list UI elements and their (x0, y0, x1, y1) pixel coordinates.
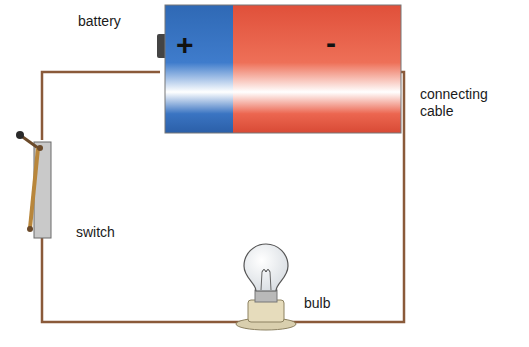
part-label: battery (78, 13, 121, 30)
part-label: bulb (304, 295, 330, 312)
polarity-sign: + (176, 30, 194, 60)
part-label: connecting cable (420, 86, 502, 120)
part-label: switch (76, 224, 115, 241)
switch-symbol (16, 131, 51, 238)
battery-cell (157, 5, 401, 133)
bulb-symbol (236, 244, 296, 330)
polarity-sign: - (326, 28, 336, 58)
